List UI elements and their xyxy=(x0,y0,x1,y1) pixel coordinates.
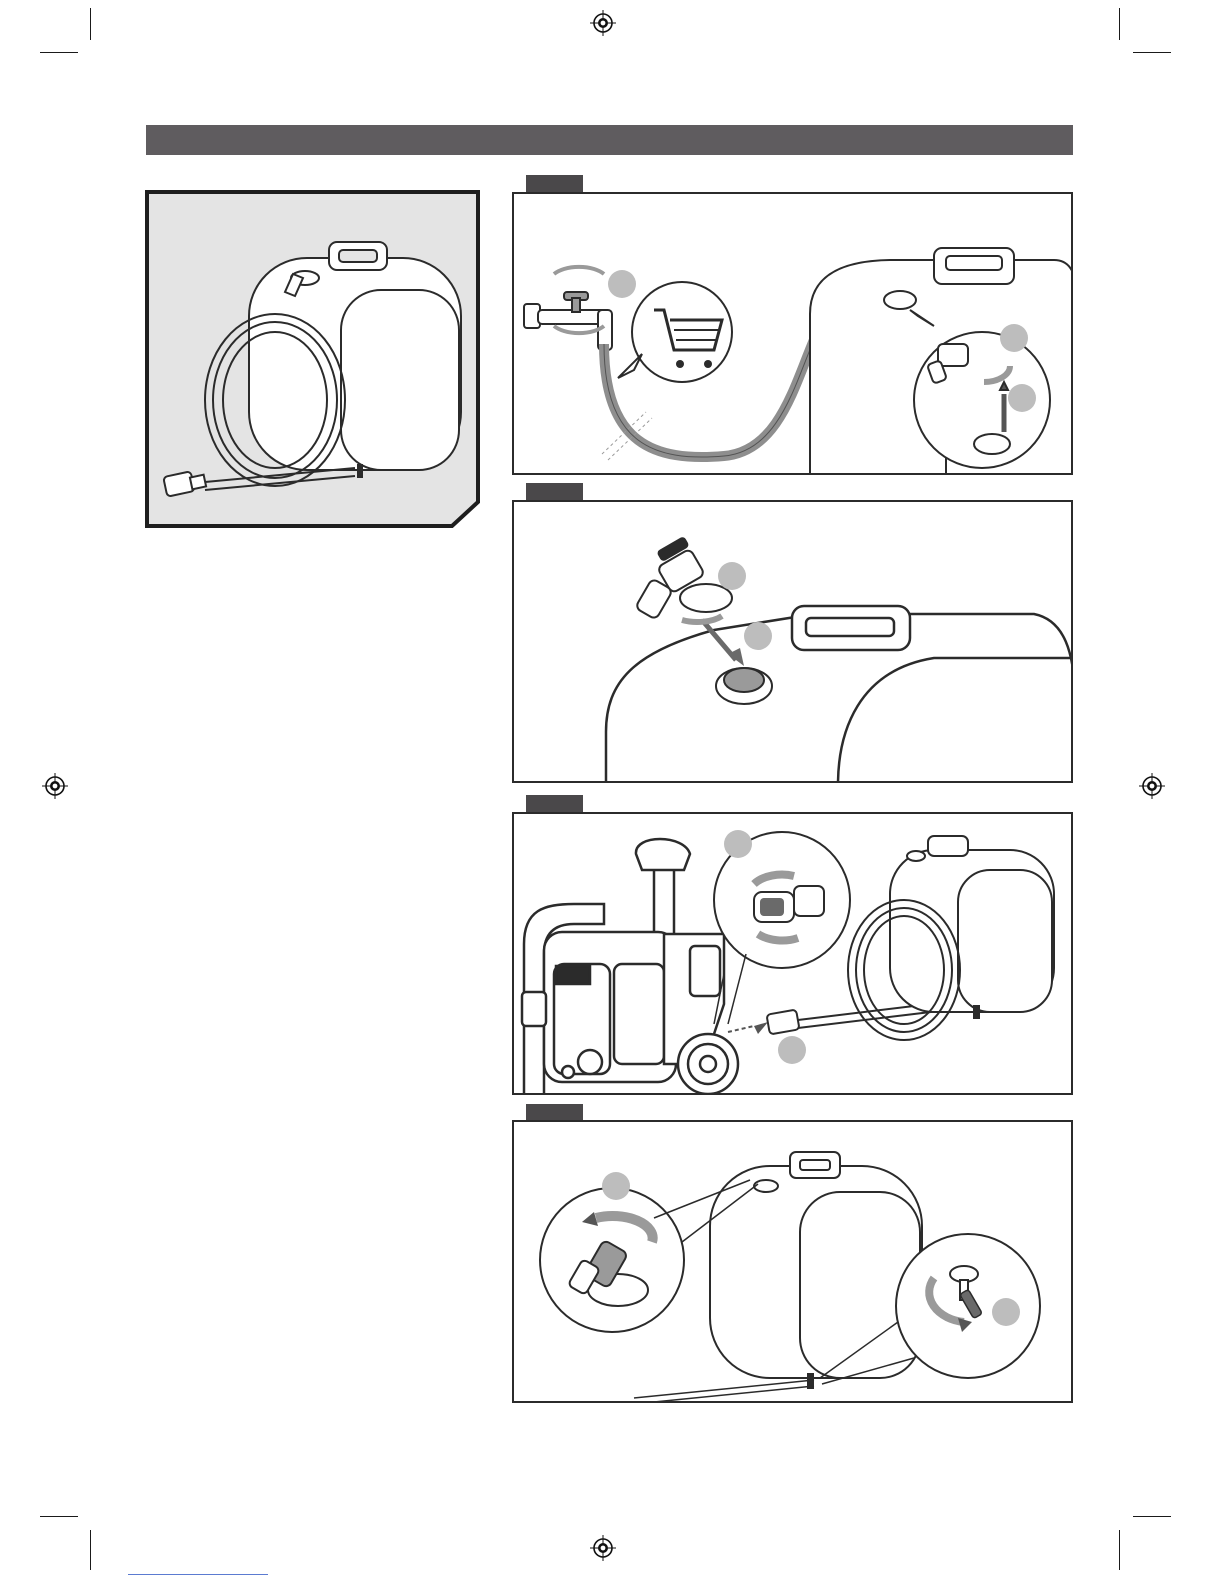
step-badge xyxy=(718,562,746,590)
tank-cap-icon xyxy=(716,668,772,704)
step-1-panel xyxy=(512,192,1073,475)
registration-mark-right xyxy=(1139,773,1165,799)
tank-icon xyxy=(606,606,1073,783)
step-2-panel xyxy=(512,500,1073,783)
crop-mark xyxy=(90,1530,91,1570)
faucet-icon xyxy=(524,267,612,350)
step-badge xyxy=(744,622,772,650)
connector-detail-icon xyxy=(714,832,850,1024)
step-badge xyxy=(1000,324,1028,352)
water-tank-icon xyxy=(249,242,461,470)
crop-mark xyxy=(1119,1530,1120,1570)
crop-mark xyxy=(1133,1516,1171,1517)
crop-mark xyxy=(40,1516,78,1517)
tank-overview-panel xyxy=(145,190,481,528)
step-badge xyxy=(778,1036,806,1064)
crop-mark xyxy=(90,8,91,40)
registration-mark-top xyxy=(590,10,616,36)
crop-mark xyxy=(1133,52,1171,53)
tank-icon xyxy=(710,1152,922,1388)
step-badge xyxy=(608,270,636,298)
registration-mark-bottom xyxy=(590,1535,616,1561)
registration-mark-left xyxy=(42,773,68,799)
crop-mark xyxy=(40,52,78,53)
shopping-cart-icon xyxy=(618,282,732,382)
step-badge xyxy=(1008,384,1036,412)
step-badge xyxy=(724,830,752,858)
pressure-washer-icon xyxy=(522,839,738,1095)
hose-connector-icon xyxy=(766,1010,799,1035)
step-badge xyxy=(602,1172,630,1200)
step-4-panel xyxy=(512,1120,1073,1403)
valve-icon xyxy=(635,537,732,620)
section-header-bar xyxy=(146,125,1073,155)
footer-link-underline xyxy=(128,1574,268,1575)
step-badge xyxy=(992,1298,1020,1326)
crop-mark xyxy=(1119,8,1120,40)
step-3-panel xyxy=(512,812,1073,1095)
